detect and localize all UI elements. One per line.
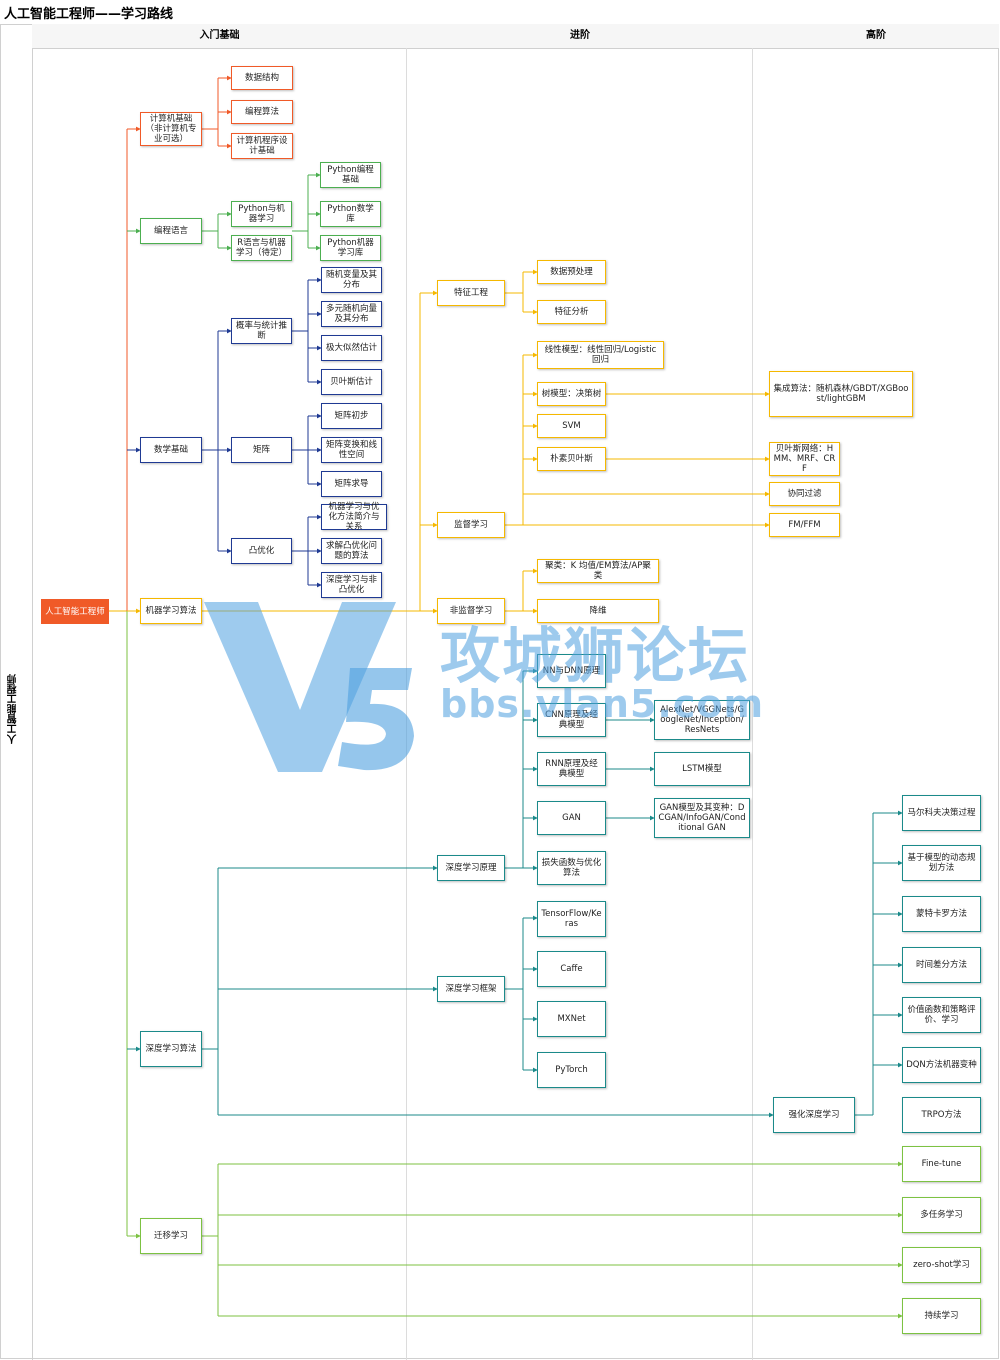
node-rml: R语言与机器学习（待定）: [231, 235, 292, 261]
node-fm: FM/FFM: [769, 513, 840, 537]
column-header-expert: 高阶: [753, 24, 999, 49]
node-ensemble: 集成算法：随机森林/GBDT/XGBoost/lightGBM: [769, 371, 913, 417]
node-trpo: TRPO方法: [902, 1097, 981, 1133]
node-td: 时间差分方法: [902, 947, 981, 983]
node-lstm: LSTM模型: [654, 752, 750, 786]
node-pymllib: Python机器学习库: [320, 235, 381, 261]
node-svm: SVM: [537, 414, 606, 438]
node-dqn: DQN方法机器变种: [902, 1047, 981, 1083]
node-caffe: Caffe: [537, 951, 606, 987]
node-mle: 极大似然估计: [321, 335, 382, 361]
node-pyml: Python与机器学习: [231, 201, 292, 227]
node-rnn: RNN原理及经典模型: [537, 752, 606, 786]
node-matrix: 矩阵: [231, 437, 292, 463]
node-cl: 持续学习: [902, 1298, 981, 1334]
side-label-column: 人工智能工程师: [0, 24, 33, 1360]
node-fe: 特征工程: [437, 280, 505, 306]
column-header-advanced: 进阶: [407, 24, 754, 49]
node-pymath: Python数学库: [320, 201, 381, 227]
node-nn: NN与DNN原理: [537, 654, 606, 688]
node-dlp: 深度学习原理: [437, 855, 505, 881]
node-mc: 蒙特卡罗方法: [902, 896, 981, 932]
node-tl: 迁移学习: [140, 1218, 202, 1254]
node-dl: 深度学习算法: [140, 1031, 202, 1067]
node-rv: 随机变量及其分布: [321, 267, 382, 293]
node-ganm: GAN模型及其变种：DCGAN/InfoGAN/Conditional GAN: [654, 798, 750, 838]
node-cnn: CNN原理及经典模型: [537, 703, 606, 737]
node-ft: Fine-tune: [902, 1146, 981, 1182]
node-math: 数学基础: [140, 437, 202, 463]
node-dlf: 深度学习框架: [437, 976, 505, 1002]
node-bayes: 贝叶斯估计: [321, 369, 382, 395]
node-vf: 价值函数和策略评价、学习: [902, 997, 981, 1033]
node-unsup: 非监督学习: [437, 598, 505, 624]
node-prep: 数据预处理: [537, 260, 606, 284]
node-nb: 朴素贝叶斯: [537, 447, 606, 471]
node-mdp: 马尔科夫决策过程: [902, 795, 981, 831]
column-header-basic: 入门基础: [32, 24, 408, 49]
node-bn: 贝叶斯网络：HMM、MRF、CRF: [769, 442, 840, 476]
column-divider: [752, 48, 753, 1360]
node-tree: 树模型：决策树: [537, 382, 606, 406]
node-tf: TensorFlow/Keras: [537, 901, 606, 937]
node-pybase: Python编程基础: [320, 162, 381, 188]
node-mbdp: 基于模型的动态规划方法: [902, 845, 981, 881]
node-root: 人工智能工程师: [41, 599, 109, 624]
node-mbasic: 矩阵初步: [321, 403, 382, 429]
node-prob: 概率与统计推断: [231, 318, 292, 344]
node-pt: PyTorch: [537, 1052, 606, 1088]
node-mx: MXNet: [537, 1001, 606, 1037]
node-dimred: 降维: [537, 599, 659, 623]
node-opt2: 求解凸优化问题的算法: [321, 538, 382, 564]
node-cf: 协同过滤: [769, 482, 840, 506]
node-mrv: 多元随机向量及其分布: [321, 301, 382, 327]
node-mt: 多任务学习: [902, 1197, 981, 1233]
node-cs: 计算机基础（非计算机专业可选）: [140, 112, 202, 146]
node-fa: 特征分析: [537, 300, 606, 324]
node-ds: 数据结构: [231, 66, 293, 90]
node-mtrans: 矩阵变换和线性空间: [321, 437, 382, 463]
node-lang: 编程语言: [140, 218, 202, 244]
node-sup: 监督学习: [437, 512, 505, 538]
node-prog: 计算机程序设计基础: [231, 133, 293, 159]
node-opt3: 深度学习与非凸优化: [321, 572, 382, 598]
node-algo: 编程算法: [231, 100, 293, 124]
node-zs: zero-shot学习: [902, 1247, 981, 1283]
node-loss: 损失函数与优化算法: [537, 851, 606, 885]
node-mderiv: 矩阵求导: [321, 471, 382, 497]
node-opt1: 机器学习与优化方法简介与关系: [321, 502, 387, 532]
node-cluster: 聚类：K 均值/EM算法/AP聚类: [537, 559, 659, 583]
node-cnnm: AlexNet/VGGNets/GoogleNet/Inception/ResN…: [654, 700, 750, 740]
node-rl: 强化深度学习: [773, 1097, 855, 1133]
node-convex: 凸优化: [231, 538, 292, 564]
node-linear: 线性模型：线性回归/Logistic回归: [537, 341, 664, 369]
node-gan: GAN: [537, 801, 606, 835]
page-title: 人工智能工程师——学习路线: [4, 7, 174, 22]
node-ml: 机器学习算法: [140, 598, 202, 624]
